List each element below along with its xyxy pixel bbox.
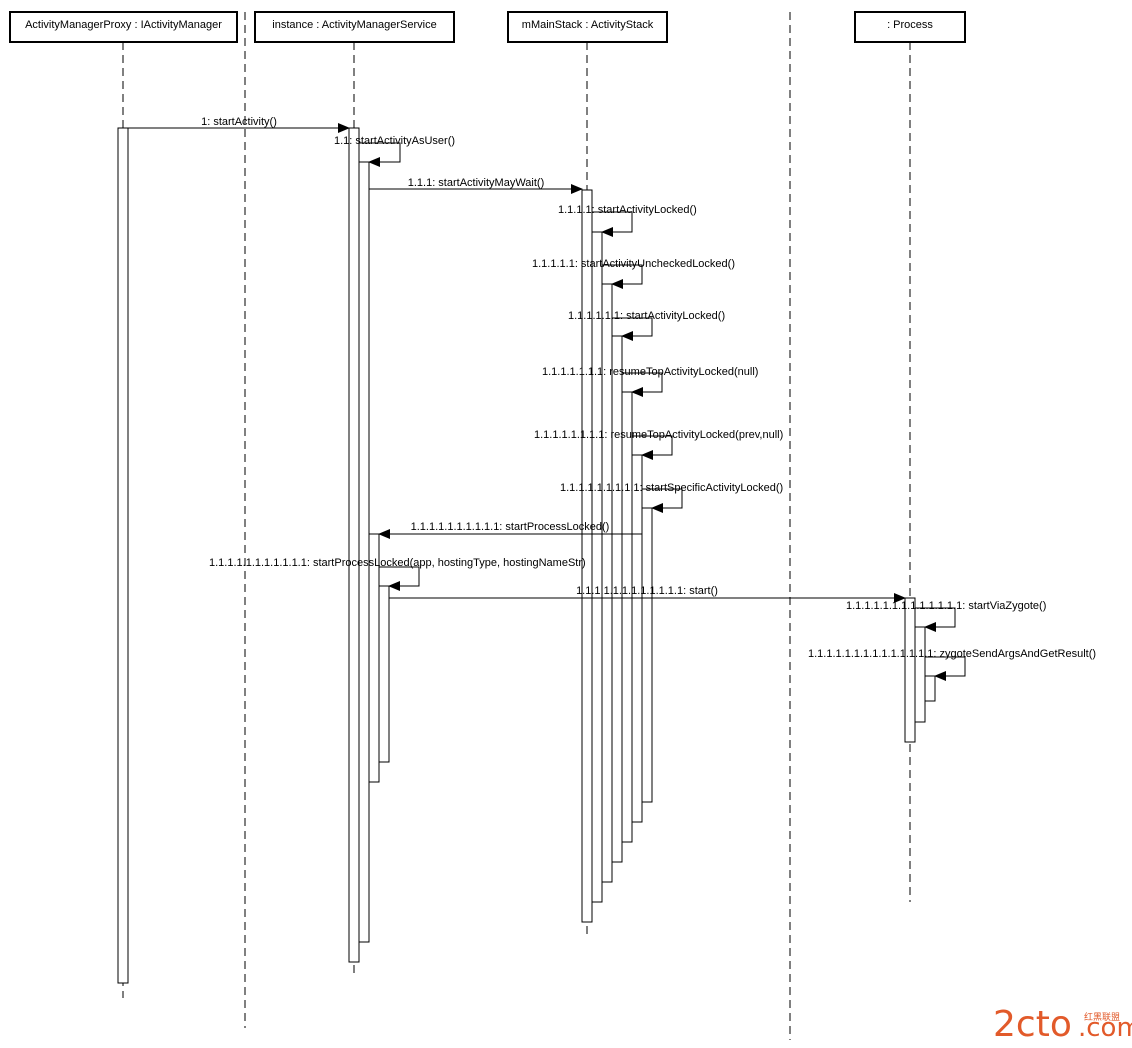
self-message-arrow (632, 435, 673, 460)
watermark-logo: 2cto .com 红黑联盟 (993, 1004, 1132, 1045)
self-message-arrow (915, 607, 956, 632)
activation-bar (621, 391, 633, 843)
participant-proxy: ActivityManagerProxy : IActivityManager (9, 11, 238, 43)
participant-label: instance : ActivityManagerService (272, 19, 436, 31)
self-message-arrow (592, 211, 633, 237)
participant-label: mMainStack : ActivityStack (522, 19, 654, 31)
participant-box (507, 11, 668, 43)
activation-bar (631, 454, 643, 823)
self-message-arrow (925, 656, 966, 681)
participant-stack: mMainStack : ActivityStack (507, 11, 668, 43)
participant-ams: instance : ActivityManagerService (254, 11, 455, 43)
activation-bar (358, 161, 370, 943)
message-label: 1.1: startActivityAsUser() (334, 135, 455, 147)
self-message-arrow (379, 566, 420, 591)
message-label: 1.1.1.1.1.1.1: resumeTopActivityLocked(n… (542, 366, 758, 378)
activation-bar (117, 127, 129, 984)
activation-bar (914, 626, 926, 723)
self-message-arrow (612, 317, 653, 341)
watermark-domain-text: .com (1078, 1013, 1132, 1043)
activation-bar (591, 231, 603, 903)
message-label: 1.1.1.1.1.1.1.1: resumeTopActivityLocked… (534, 429, 783, 441)
message-label: 1.1.1.1.1.1.1.1.1.1.1: startProcessLocke… (209, 557, 586, 569)
participant-process: : Process (854, 11, 966, 43)
watermark-main-text: 2cto (993, 1004, 1072, 1045)
message-label: 1.1.1.1.1.1.1.1.1: startSpecificActivity… (560, 482, 783, 494)
activation-bar (378, 585, 390, 763)
participant-label: ActivityManagerProxy : IActivityManager (25, 19, 222, 31)
message-label: 1.1.1.1.1.1.1.1.1.1.1.1.1.1: zygoteSendA… (808, 648, 1096, 660)
activation-bar (641, 507, 653, 803)
message-label: 1.1.1.1.1.1.1.1.1.1: startProcessLocked(… (411, 521, 610, 533)
activation-bar (368, 533, 380, 783)
message-label: 1.1.1.1.1.1: startActivityLocked() (568, 310, 725, 322)
participant-label: : Process (887, 19, 933, 31)
activation-bar (904, 597, 916, 743)
participant-box (854, 11, 966, 43)
self-message-arrow (359, 142, 401, 167)
message-label: 1: startActivity() (201, 116, 277, 128)
activation-bar (924, 675, 936, 702)
message-label: 1.1.1.1: startActivityLocked() (558, 204, 697, 216)
activation-bar (348, 127, 360, 963)
watermark-small-text: 红黑联盟 (1084, 1011, 1120, 1023)
self-message-arrow (642, 488, 683, 513)
message-label: 1.1.1: startActivityMayWait() (408, 177, 545, 189)
activation-bar (611, 335, 623, 863)
message-label: 1.1.1.1.1.1.1.1.1.1.1.1.1: startViaZygot… (846, 600, 1046, 612)
message-label: 1.1.1.1.1.1.1.1.1.1.1.1: start() (576, 585, 718, 597)
self-message-arrow (622, 372, 663, 397)
participant-box (9, 11, 238, 43)
activation-bar (581, 189, 593, 923)
message-label: 1.1.1.1.1: startActivityUncheckedLocked(… (532, 258, 735, 270)
self-message-arrow (602, 264, 643, 289)
